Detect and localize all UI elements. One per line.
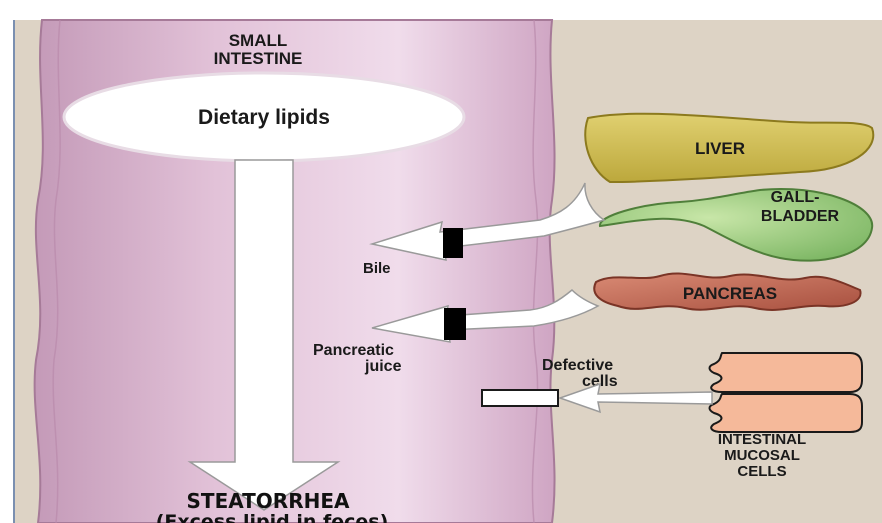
defective-absorption-box [482, 390, 558, 406]
mucosal-cell-top [710, 353, 863, 392]
liver-label: LIVER [695, 139, 745, 158]
small-intestine-label-line1: SMALL [229, 31, 288, 50]
steatorrhea-title: STEATORRHEA [187, 489, 350, 513]
mucosal-label-line1: INTESTINAL [718, 431, 806, 448]
gallbladder-label-line2: BLADDER [761, 208, 840, 225]
pancreatic-blocker [444, 308, 466, 340]
small-intestine-label-line2: INTESTINE [214, 49, 303, 68]
steatorrhea-subtitle: (Excess lipid in feces) [156, 511, 389, 523]
mucosal-label-line2: MUCOSAL [724, 447, 800, 464]
pancreatic-label-line1: Pancreatic [313, 342, 394, 359]
mucosal-cell-bottom [710, 394, 863, 432]
pancreas-label: PANCREAS [683, 284, 777, 303]
pancreatic-label-line2: juice [364, 358, 402, 375]
defective-cells-label-line1: Defective [542, 357, 613, 374]
dietary-lipids-label: Dietary lipids [198, 106, 330, 129]
mucosal-label-line3: CELLS [737, 463, 786, 480]
gallbladder-label-line1: GALL- [771, 189, 820, 206]
bile-label: Bile [363, 260, 391, 277]
bile-blocker [443, 228, 463, 258]
